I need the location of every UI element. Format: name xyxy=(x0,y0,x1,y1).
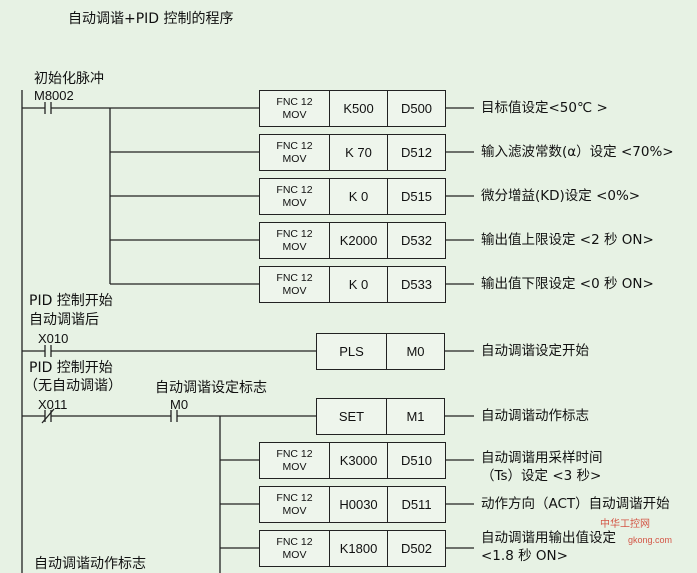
mov-source: K 0 xyxy=(330,179,388,214)
fnc-op: MOV xyxy=(282,152,307,165)
instruction-5-desc: 输出值下限设定 <0 秒 ON> xyxy=(481,276,654,292)
contact-x010-label: X010 xyxy=(38,331,69,346)
mov-destination: D500 xyxy=(400,101,433,116)
coil-op: PLS xyxy=(317,334,387,369)
mov-source: K500 xyxy=(330,91,388,126)
contact-m0-label: M0 xyxy=(170,397,189,412)
mov-destination: D515 xyxy=(400,189,433,204)
fnc-code: FNC 12 xyxy=(276,447,313,460)
fnc-op: MOV xyxy=(282,240,307,253)
fnc-op: MOV xyxy=(282,108,307,121)
label-pid-start-after-1: PID 控制开始 xyxy=(29,293,113,309)
mov-source: K2000 xyxy=(330,223,388,258)
coil-device: M0 xyxy=(406,344,425,359)
mov-destination: D532 xyxy=(400,233,433,248)
instruction-1-desc: 目标值设定<50℃ > xyxy=(481,100,608,116)
contact-x011-label: X011 xyxy=(38,397,68,412)
mov-destination: D510 xyxy=(400,453,433,468)
coil-device: M1 xyxy=(406,409,425,424)
pls-instruction: PLS M0 xyxy=(316,333,445,370)
instruction-6-desc-2: （Ts）设定 <3 秒> xyxy=(481,468,602,484)
fnc-code: FNC 12 xyxy=(276,95,313,108)
fnc-op: MOV xyxy=(282,504,307,517)
instruction-8-desc-2: <1.8 秒 ON> xyxy=(481,548,568,564)
fnc-code: FNC 12 xyxy=(276,183,313,196)
fnc-op: MOV xyxy=(282,284,307,297)
watermark-logo: 中华工控网 xyxy=(600,519,650,530)
instruction-8-desc-1: 自动调谐用输出值设定 xyxy=(481,530,616,546)
instruction-6-desc-1: 自动调谐用采样时间 xyxy=(481,450,603,466)
fnc-op: MOV xyxy=(282,460,307,473)
set-instruction: SET M1 xyxy=(316,398,445,435)
label-autotune-flag: 自动调谐设定标志 xyxy=(155,380,267,396)
diagram-title: 自动调谐+PID 控制的程序 xyxy=(68,11,234,27)
watermark-url: gkong.com xyxy=(628,535,673,545)
fnc-op: MOV xyxy=(282,196,307,209)
label-pid-start-after-2: 自动调谐后 xyxy=(29,312,99,328)
mov-destination: D502 xyxy=(400,541,433,556)
mov-destination: D533 xyxy=(400,277,433,292)
contact-m8002-label: M8002 xyxy=(34,88,74,103)
label-pid-start-no-2: （无自动调谐） xyxy=(24,378,122,394)
mov-destination: D512 xyxy=(400,145,433,160)
instruction-2-desc: 输入滤波常数(α）设定 <70%> xyxy=(481,144,674,160)
fnc-op: MOV xyxy=(282,548,307,561)
fnc-code: FNC 12 xyxy=(276,491,313,504)
label-init-pulse: 初始化脉冲 xyxy=(34,71,104,87)
instruction-3-desc: 微分增益(KD)设定 <0%> xyxy=(481,188,641,204)
set-desc: 自动调谐动作标志 xyxy=(481,408,589,424)
instruction-4-desc: 输出值上限设定 <2 秒 ON> xyxy=(481,232,654,248)
fnc-code: FNC 12 xyxy=(276,227,313,240)
fnc-code: FNC 12 xyxy=(276,271,313,284)
mov-source: H0030 xyxy=(330,487,388,522)
mov-source: K 0 xyxy=(330,267,388,302)
instruction-7-desc: 动作方向（ACT）自动调谐开始 xyxy=(481,496,670,512)
fnc-code: FNC 12 xyxy=(276,139,313,152)
mov-destination: D511 xyxy=(401,497,432,512)
pls-desc: 自动调谐设定开始 xyxy=(481,343,589,359)
coil-op: SET xyxy=(317,399,387,434)
mov-source: K3000 xyxy=(330,443,388,478)
label-autotune-action-flag: 自动调谐动作标志 xyxy=(34,556,146,572)
mov-source: K1800 xyxy=(330,531,388,566)
fnc-code: FNC 12 xyxy=(276,535,313,548)
label-pid-start-no-1: PID 控制开始 xyxy=(29,360,113,376)
mov-source: K 70 xyxy=(330,135,388,170)
